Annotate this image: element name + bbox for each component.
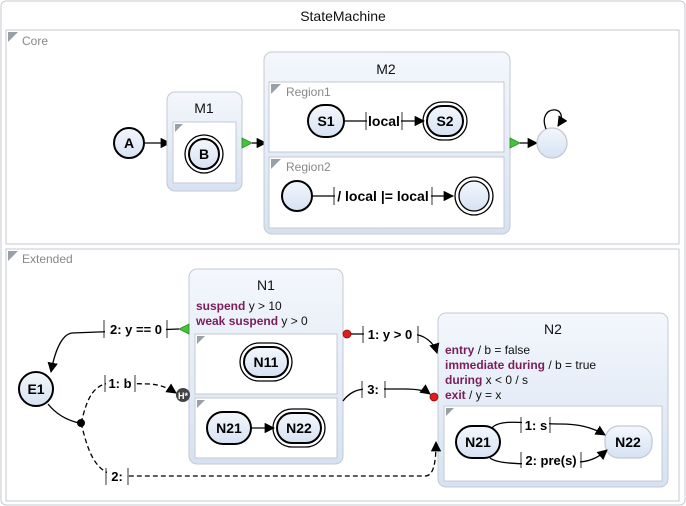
- transition-label-y-eq-0: 2: y == 0: [110, 322, 162, 337]
- state-S2-label: S2: [436, 113, 453, 129]
- transition-label-2: 2:: [111, 469, 123, 484]
- n2-action-immediate-during: immediate during / b = true: [445, 358, 596, 372]
- statemachine-title: StateMachine: [300, 8, 386, 24]
- state-N22-in-N2[interactable]: N22: [604, 425, 653, 459]
- state-A-label: A: [124, 135, 134, 151]
- transition-label-s: 1: s: [525, 418, 547, 433]
- transition-label-local-assign: / local |= local: [337, 188, 428, 204]
- state-S2[interactable]: S2: [422, 101, 468, 141]
- transition-N21-N22-s[interactable]: [491, 421, 606, 436]
- state-M1-label: M1: [194, 100, 214, 116]
- region-extended-label: Extended: [22, 252, 73, 266]
- state-region2-final[interactable]: [454, 176, 494, 216]
- state-M2-label: M2: [376, 61, 396, 77]
- transition-N1-N2-three[interactable]: [342, 384, 431, 402]
- state-N22-label: N22: [615, 434, 641, 450]
- suspend-marker-icon: [178, 323, 190, 335]
- state-N21-in-N1[interactable]: N21: [206, 411, 252, 445]
- state-region2-initial[interactable]: [281, 180, 313, 212]
- state-B-label: B: [199, 146, 209, 162]
- state-N21-label: N21: [465, 434, 491, 450]
- history-node[interactable]: H*: [176, 388, 190, 402]
- state-E1[interactable]: E1: [18, 371, 54, 407]
- transition-label-b: 1: b: [108, 376, 131, 391]
- state-N22-in-N1[interactable]: N22: [272, 408, 326, 448]
- region1-label: Region1: [286, 85, 331, 99]
- state-N1-label: N1: [257, 277, 275, 293]
- transition-junction-N2[interactable]: [80, 422, 442, 477]
- state-S1-label: S1: [317, 113, 334, 129]
- svg-text:H*: H*: [178, 391, 188, 401]
- n2-action-during: during x < 0 / s: [445, 373, 528, 387]
- n1-action-weak-suspend: weak suspend y > 0: [195, 314, 308, 328]
- region-corner-icon: [271, 159, 281, 169]
- state-E1-label: E1: [27, 381, 44, 397]
- state-right-unnamed[interactable]: [536, 127, 568, 159]
- region-corner-icon: [446, 408, 454, 416]
- state-N22-label: N22: [286, 420, 312, 436]
- state-N21-label: N21: [216, 420, 242, 436]
- region-corner-icon: [197, 336, 205, 344]
- region-corner-icon: [175, 124, 183, 132]
- state-N21-in-N2[interactable]: N21: [455, 425, 501, 459]
- region-corner-icon: [197, 400, 205, 408]
- transition-label-3: 3:: [367, 382, 379, 397]
- transition-label-local: local: [368, 113, 400, 129]
- suspend-marker-icon: [509, 137, 521, 149]
- state-A[interactable]: A: [113, 127, 145, 159]
- state-N11[interactable]: N11: [239, 342, 293, 382]
- transition-self-loop[interactable]: [543, 109, 568, 130]
- n2-action-entry: entry / b = false: [445, 343, 530, 357]
- transition-label-y-gt-0: 1: y > 0: [368, 327, 412, 342]
- transition-label-pre-s: 2: pre(s): [525, 453, 576, 468]
- region-corner-icon: [271, 84, 281, 94]
- region-corner-icon: [8, 32, 18, 42]
- region-core-label: Core: [22, 34, 48, 48]
- state-N11-label: N11: [254, 354, 279, 370]
- state-S1[interactable]: S1: [307, 104, 345, 138]
- state-B[interactable]: B: [184, 134, 224, 174]
- strong-abort-marker-icon: [342, 329, 352, 339]
- suspend-marker-icon: [241, 137, 253, 149]
- strong-abort-marker-icon: [429, 392, 439, 402]
- state-N2-label: N2: [544, 321, 562, 337]
- transition-E1-junction[interactable]: [47, 403, 80, 424]
- transition-N1-E1[interactable]: [47, 328, 180, 374]
- region2-label: Region2: [286, 160, 331, 174]
- n1-action-suspend: suspend y > 10: [196, 299, 282, 313]
- n2-action-exit: exit / y = x: [445, 388, 501, 402]
- region-corner-icon: [8, 251, 18, 261]
